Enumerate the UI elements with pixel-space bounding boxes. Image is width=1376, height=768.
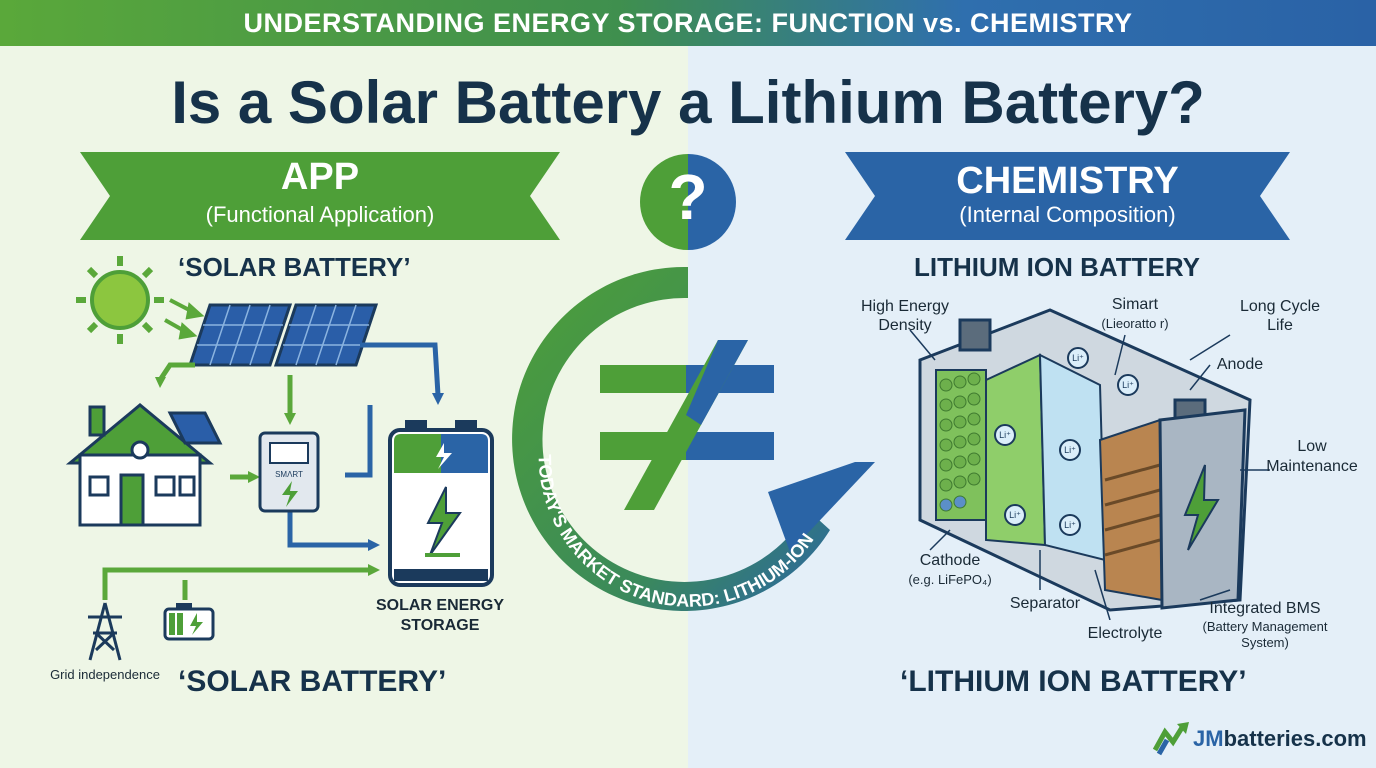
lithium-battery-subtitle: LITHIUM ION BATTERY bbox=[914, 252, 1200, 282]
lithium-ions: Li⁺ Li⁺ Li⁺ Li⁺ Li⁺ Li⁺ bbox=[994, 347, 1139, 536]
positive-terminal bbox=[958, 318, 992, 352]
solar-battery-label-top: ‘SOLAR BATTERY’ bbox=[178, 252, 411, 282]
label-low-maintenance: Low Maintenance bbox=[1266, 438, 1358, 475]
sun-icon bbox=[76, 256, 164, 344]
label-long-cycle: Long Cycle Life bbox=[1239, 298, 1321, 334]
chemistry-banner-subtitle: (Internal Composition) bbox=[959, 202, 1176, 227]
cathode-layer bbox=[935, 369, 987, 521]
label-bms: Integrated BMS bbox=[1209, 600, 1321, 617]
svg-text:Li⁺: Li⁺ bbox=[1064, 520, 1076, 530]
market-standard-arc: TODAY'S MARKET STANDARD: LITHIUM-ION bbox=[512, 266, 875, 611]
chemistry-banner-shape bbox=[845, 152, 1290, 240]
solar-system-illustration: SMΛRT bbox=[65, 256, 494, 661]
brand-link[interactable]: JMbatteries.com bbox=[1193, 726, 1367, 752]
not-equal-icon bbox=[600, 340, 774, 510]
label-smart: Simart bbox=[1111, 296, 1159, 313]
solar-panels-icon bbox=[187, 303, 379, 367]
house-icon bbox=[65, 403, 223, 527]
label-smart-sub: (Lieoratto r) bbox=[1101, 316, 1169, 331]
arrow-heads bbox=[155, 377, 444, 576]
app-banner-shape bbox=[80, 152, 560, 240]
small-battery-icon bbox=[163, 603, 215, 641]
label-cathode: Cathode bbox=[919, 552, 981, 569]
grid-independence-label: Grid independence bbox=[50, 667, 160, 682]
app-banner-subtitle: (Functional Application) bbox=[205, 202, 435, 227]
label-cathode-sub: (e.g. LiFePO₄) bbox=[908, 572, 992, 587]
app-banner-title: APP bbox=[280, 156, 360, 198]
sunlight-arrows bbox=[164, 298, 205, 340]
jm-logo-icon bbox=[1153, 722, 1189, 756]
lithium-battery-label-bottom: ‘LITHIUM ION BATTERY’ bbox=[900, 665, 1247, 698]
svg-text:Li⁺: Li⁺ bbox=[1009, 510, 1021, 520]
solar-battery-label-bottom: ‘SOLAR BATTERY’ bbox=[178, 665, 447, 698]
solar-energy-storage-label: SOLAR ENERGY STORAGE bbox=[375, 597, 504, 634]
lithium-cell-cutaway: Li⁺ Li⁺ Li⁺ Li⁺ Li⁺ Li⁺ bbox=[909, 308, 1270, 620]
question-mark: ? bbox=[668, 161, 708, 233]
meter-label: SMΛRT bbox=[275, 470, 303, 479]
solar-battery-icon bbox=[388, 420, 494, 587]
brand-rest: batteries.com bbox=[1223, 726, 1367, 751]
label-separator: Separator bbox=[1009, 595, 1081, 612]
label-high-energy: High Energy Density bbox=[860, 298, 950, 334]
top-banner: UNDERSTANDING ENERGY STORAGE: FUNCTION v… bbox=[0, 0, 1376, 46]
label-anode: Anode bbox=[1216, 356, 1264, 373]
svg-text:Li⁺: Li⁺ bbox=[999, 430, 1011, 440]
flow-arrows bbox=[102, 342, 441, 600]
svg-text:Li⁺: Li⁺ bbox=[1064, 445, 1076, 455]
label-bms-sub: (Battery Management System) bbox=[1202, 619, 1328, 650]
smart-meter-icon: SMΛRT bbox=[258, 431, 320, 513]
chemistry-banner-title: CHEMISTRY bbox=[956, 160, 1179, 202]
question-circle bbox=[640, 154, 736, 250]
power-tower-icon bbox=[88, 602, 122, 661]
page-title: Is a Solar Battery a Lithium Battery? bbox=[171, 69, 1205, 136]
svg-text:Li⁺: Li⁺ bbox=[1072, 353, 1084, 363]
anode-layer bbox=[1098, 418, 1164, 602]
label-electrolyte: Electrolyte bbox=[1087, 625, 1163, 642]
leader-lines bbox=[909, 329, 1270, 620]
brand-jm: JM bbox=[1193, 726, 1224, 751]
bolt-icon bbox=[1183, 464, 1220, 551]
svg-text:Li⁺: Li⁺ bbox=[1122, 380, 1134, 390]
